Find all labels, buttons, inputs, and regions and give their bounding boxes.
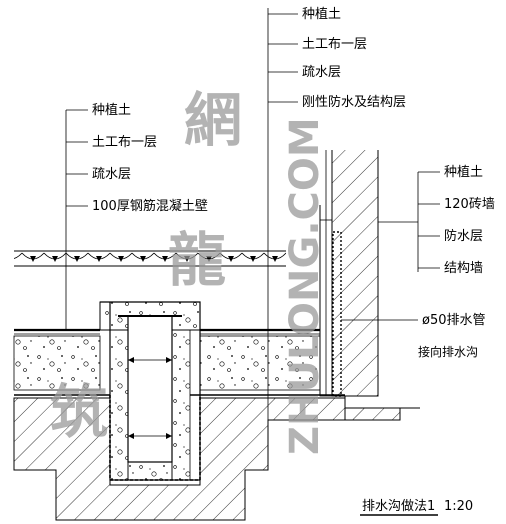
retaining-wall xyxy=(319,150,379,420)
callout-left-1: 种植土 xyxy=(92,103,131,118)
callout-top-2: 土工布一层 xyxy=(302,37,367,52)
callout-left-3: 疏水层 xyxy=(92,167,131,182)
callout-pipe-1: ø50排水管 xyxy=(422,313,486,328)
callout-top-3: 疏水层 xyxy=(302,65,341,80)
title-text: 排水沟做法1 xyxy=(362,499,435,514)
watermark: 網 龍 筑 ZHULONG.COM xyxy=(50,86,328,455)
watermark-char-1: 筑 xyxy=(50,378,108,446)
callout-right-4: 结构墙 xyxy=(444,261,483,276)
callout-left-2: 土工布一层 xyxy=(92,135,157,150)
drawing-title: 排水沟做法1 1:20 xyxy=(360,499,473,516)
callout-right-1: 种植土 xyxy=(444,165,483,180)
callouts-top: 种植土 土工布一层 疏水层 刚性防水及结构层 xyxy=(302,7,406,110)
scale-text: 1:20 xyxy=(444,499,473,514)
watermark-char-3: 網 xyxy=(184,86,242,154)
watermark-url: ZHULONG.COM xyxy=(282,117,328,455)
callout-left-4: 100厚钢筋混凝土壁 xyxy=(92,198,208,214)
callout-right-3: 防水层 xyxy=(444,228,483,244)
callouts-pipe: ø50排水管 接向排水沟 xyxy=(418,313,486,359)
ground-section xyxy=(13,250,420,521)
callouts-right: 种植土 120砖墙 防水层 结构墙 xyxy=(444,165,495,276)
callouts-left: 种植土 土工布一层 疏水层 100厚钢筋混凝土壁 xyxy=(92,103,208,214)
callout-top-4: 刚性防水及结构层 xyxy=(302,94,406,110)
callout-right-2: 120砖墙 xyxy=(444,197,495,212)
drainage-ditch xyxy=(99,301,201,481)
watermark-char-2: 龍 xyxy=(168,226,226,294)
callout-top-1: 种植土 xyxy=(302,7,341,22)
callout-pipe-2: 接向排水沟 xyxy=(418,344,478,359)
leader-lines xyxy=(65,8,440,470)
